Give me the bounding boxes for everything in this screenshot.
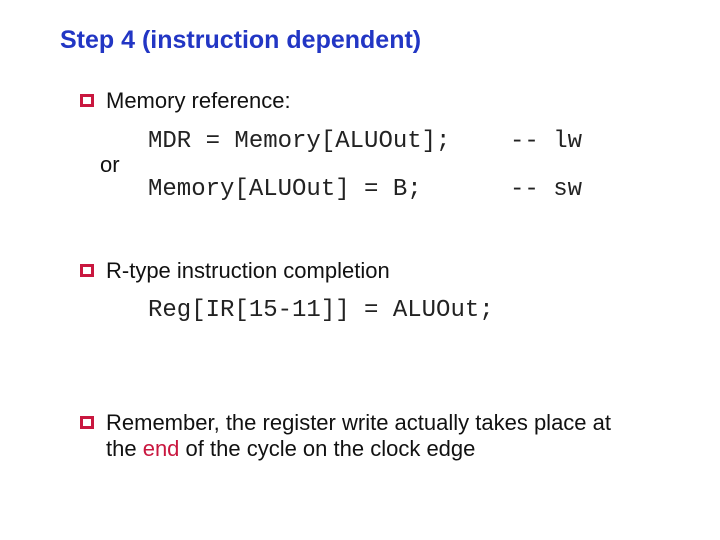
- code-comment-lw: -- lw: [510, 128, 583, 155]
- remember-line1: Remember, the register write actually ta…: [106, 410, 612, 435]
- remember-line2: the end of the cycle on the clock edge: [106, 436, 611, 462]
- bullet-memory-reference-label: Memory reference:: [106, 88, 291, 113]
- remember-line2-pre: the: [106, 436, 143, 461]
- slide-title: Step 4 (instruction dependent): [60, 26, 422, 54]
- bullet-rtype-completion-label: R-type instruction completion: [106, 258, 390, 283]
- bullet-remember-note-text: Remember, the register write actually ta…: [106, 410, 611, 462]
- remember-line2-post: of the cycle on the clock edge: [179, 436, 476, 461]
- square-bullet-icon: [80, 416, 94, 429]
- bullet-rtype-completion: R-type instruction completion: [80, 258, 390, 284]
- or-label: or: [100, 152, 120, 177]
- end-highlight: end: [142, 436, 180, 461]
- bullet-remember-note: Remember, the register write actually ta…: [80, 410, 611, 462]
- square-bullet-icon: [80, 94, 94, 107]
- square-bullet-icon: [80, 264, 94, 277]
- code-rtype-line: Reg[IR[15-11]] = ALUOut;: [148, 297, 494, 324]
- code-mdr-line: MDR = Memory[ALUOut];: [148, 128, 451, 155]
- code-store-line: Memory[ALUOut] = B;: [148, 176, 422, 203]
- code-comment-sw: -- sw: [510, 176, 583, 203]
- bullet-memory-reference: Memory reference:: [80, 88, 291, 114]
